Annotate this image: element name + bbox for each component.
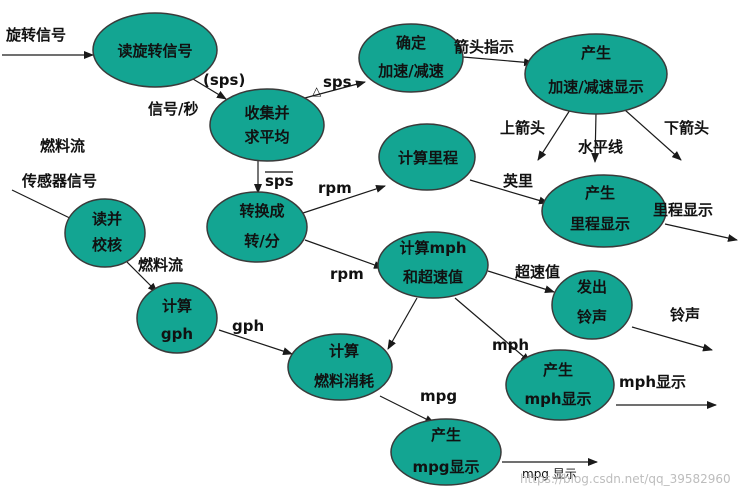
- edge-convert-to-mph: [304, 239, 384, 269]
- node-collect-average-line2: 求平均: [244, 128, 289, 146]
- label-down-arrow: 下箭头: [664, 119, 709, 137]
- node-read-check-line2: 校核: [92, 236, 122, 254]
- node-compute-mileage-shape: [378, 123, 476, 191]
- node-produce-accel-display-line2: 加速/减速显示: [547, 78, 643, 96]
- node-compute-fuel-shape: [287, 333, 393, 401]
- node-produce-mileage-display-shape: [541, 174, 667, 248]
- node-read-check-line1: 读并: [92, 210, 122, 228]
- node-compute-mph-line2: 和超速值: [403, 268, 463, 286]
- label-arrow-indicator: 箭头指示: [454, 38, 514, 56]
- node-produce-mpg-display-line1: 产生: [431, 426, 461, 444]
- node-determine-accel-line2: 加速/减速: [377, 62, 443, 80]
- node-determine-accel-line1: 确定: [396, 34, 426, 52]
- node-compute-mph-shape: [377, 231, 489, 299]
- edge-mph-to-ring: [487, 270, 555, 294]
- node-convert-rpm-line1: 转换成: [239, 202, 284, 220]
- node-convert-rpm-line2: 转/分: [244, 232, 279, 250]
- label-mileage-display-out: 里程显示: [653, 201, 713, 219]
- node-collect-average-shape: [209, 88, 325, 162]
- label-fuel-flow-line2: 传感器信号: [21, 172, 97, 190]
- label-fuel-flow-line1: 燃料流: [40, 137, 85, 155]
- edge-input-fuel: [11, 189, 79, 223]
- edge-convert-to-mileage: [299, 185, 386, 215]
- node-read-check-shape: [64, 198, 146, 268]
- node-produce-mileage-display-line2: 里程显示: [570, 215, 630, 233]
- label-mph: mph: [492, 336, 529, 354]
- node-compute-mph-line1: 计算mph: [399, 239, 466, 257]
- node-compute-gph-line1: 计算: [162, 297, 192, 315]
- edge-mileage-display-out: [664, 223, 738, 242]
- edge-mileage-to-produce-mileage: [469, 179, 549, 205]
- node-produce-mileage-display-line1: 产生: [585, 184, 615, 202]
- node-compute-fuel-line1: 计算: [329, 342, 359, 360]
- node-convert-rpm-shape: [206, 191, 308, 263]
- node-compute-gph-line2: gph: [161, 325, 193, 343]
- label-overspeed: 超速值: [514, 263, 560, 281]
- label-gph: gph: [232, 317, 264, 335]
- edge-mph-to-fuel: [387, 297, 418, 350]
- watermark-text: https://blog.csdn.net/qq_39582960: [520, 472, 731, 486]
- node-read-rotation-shape: [92, 12, 218, 88]
- label-delta-sps: sps: [323, 73, 352, 91]
- edge-read-to-collect: [192, 78, 227, 100]
- label-level: 水平线: [578, 138, 623, 156]
- node-compute-fuel-line2: 燃料消耗: [314, 372, 374, 390]
- label-sps-paren: (sps): [203, 71, 245, 89]
- label-sps-bar: sps: [265, 172, 294, 190]
- node-ring-shape: [551, 270, 633, 340]
- edge-accel-down: [624, 109, 682, 161]
- node-produce-accel-display-shape: [524, 33, 668, 115]
- node-ring-line1: 发出: [576, 278, 607, 296]
- node-produce-mpg-display-shape: [390, 418, 502, 486]
- label-rpm-top: rpm: [318, 179, 352, 197]
- node-produce-mph-display-line1: 产生: [543, 361, 573, 379]
- node-produce-mph-display-line2: mph显示: [524, 390, 591, 408]
- node-produce-mpg-display-line2: mpg显示: [412, 458, 479, 476]
- label-bell: 铃声: [670, 306, 700, 324]
- node-compute-mileage-label: 计算里程: [398, 149, 458, 167]
- node-compute-gph-shape: [136, 282, 218, 354]
- label-miles: 英里: [503, 172, 533, 190]
- node-collect-average-line1: 收集并: [244, 104, 289, 122]
- node-produce-accel-display-line1: 产生: [581, 44, 611, 62]
- label-rpm-bottom: rpm: [330, 265, 364, 283]
- edge-determine-to-produce-accel: [462, 56, 534, 67]
- edge-ring-out: [631, 326, 713, 352]
- edge-mph-to-produce-mph: [454, 297, 531, 363]
- label-fuel-flow: 燃料流: [138, 256, 183, 274]
- node-ring-line2: 铃声: [577, 308, 607, 326]
- node-labels: 读旋转信号 收集并 求平均 确定 加速/减速 产生 加速/减速显示 读并 校核 …: [92, 34, 644, 476]
- delta-symbol-icon: △: [312, 84, 322, 98]
- edge-labels: 旋转信号 (sps) 信号/秒 △ sps 箭头指示 上箭头 水平线 下箭头 燃…: [5, 26, 731, 486]
- label-mph-display-out: mph显示: [619, 373, 686, 391]
- label-mpg-display-out: mpg 显示: [522, 467, 577, 481]
- nodes: [64, 12, 668, 486]
- label-rotation-signal: 旋转信号: [5, 26, 66, 44]
- edge-fuel-to-mpg: [379, 395, 435, 424]
- edge-accel-up: [537, 109, 571, 161]
- edge-readcheck-to-gph: [126, 261, 158, 293]
- node-determine-accel-shape: [358, 23, 464, 93]
- node-produce-mph-display-shape: [505, 349, 615, 421]
- edge-accel-level: [591, 112, 600, 163]
- node-read-rotation-label: 读旋转信号: [117, 42, 192, 60]
- label-mpg: mpg: [420, 387, 457, 405]
- edge-gph-to-fuel: [218, 329, 293, 355]
- label-up-arrow: 上箭头: [500, 119, 545, 137]
- label-signal-per-sec: 信号/秒: [148, 100, 198, 118]
- edge-collect-to-determine: [300, 80, 366, 100]
